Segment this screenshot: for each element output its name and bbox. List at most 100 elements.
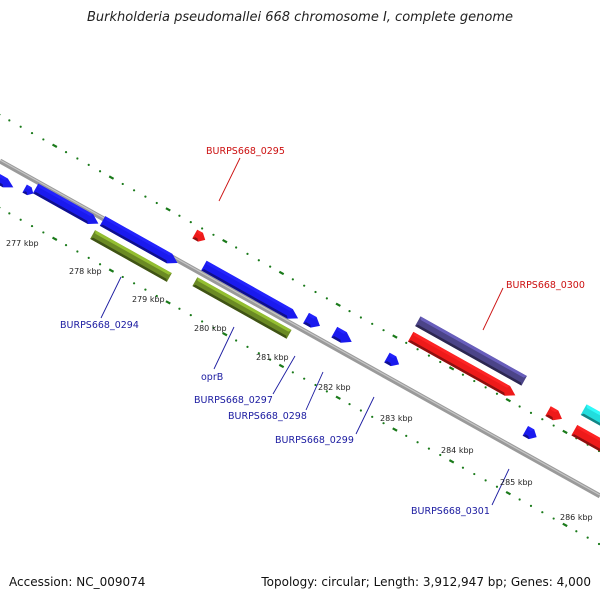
callout-line: [100, 276, 122, 319]
outer-ring-dot: [427, 354, 431, 357]
tick-label: 278 kbp: [69, 267, 102, 276]
gene-feature-forward: [0, 170, 14, 188]
outer-ring-dot: [19, 125, 22, 128]
inner-ring-tick: [505, 490, 512, 496]
outer-ring-dot: [212, 233, 215, 236]
outer-ring-dot: [416, 348, 419, 351]
tick-label: 277 kbp: [6, 239, 39, 248]
outer-ring-tick: [278, 270, 285, 276]
outer-ring-tick: [222, 238, 228, 244]
chromosome-backbone: [0, 158, 600, 499]
inner-ring-dot: [178, 307, 181, 310]
inner-ring-tick: [562, 522, 568, 528]
outer-ring-dot: [121, 182, 124, 186]
inner-ring-dot: [416, 441, 419, 444]
label-callouts: [100, 157, 510, 506]
outer-ring-dot: [269, 265, 272, 268]
inner-ring-dot: [291, 371, 294, 374]
outer-ring-dot: [155, 201, 158, 205]
gene-feature-other: [415, 316, 527, 386]
outer-ring-dot: [552, 424, 555, 427]
outer-ring-dot: [64, 151, 68, 154]
gene-label: BURPS668_0301: [411, 506, 490, 517]
inner-ring-dot: [382, 422, 385, 425]
callout-line: [218, 157, 241, 202]
callout-line: [305, 371, 324, 411]
inner-ring-dot: [64, 244, 68, 247]
tick-label: 283 kbp: [380, 414, 413, 423]
tick-label: 286 kbp: [560, 513, 593, 522]
inner-ring-dot: [439, 453, 442, 457]
inner-ring-dot: [189, 313, 192, 317]
inner-ring-dot: [371, 415, 374, 418]
outer-ring-dot: [405, 341, 408, 344]
backbone-highlight: [0, 159, 600, 496]
gene-feature-rna: [192, 277, 292, 339]
inner-ring-dot: [8, 212, 11, 215]
inner-ring-dot: [303, 377, 306, 380]
inner-ring-dot: [121, 275, 124, 279]
gene-label: BURPS668_0294: [60, 320, 139, 331]
inner-ring-dot: [348, 403, 351, 406]
outer-ring-tick: [392, 334, 398, 339]
map-title: Burkholderia pseudomallei 668 chromosome…: [86, 10, 514, 25]
gene-label: BURPS668_0298: [228, 411, 307, 422]
gene-labels: BURPS668_0294BURPS668_0295oprBBURPS668_0…: [60, 146, 585, 517]
gene-feature-rna: [90, 230, 172, 282]
inner-ring-dot: [19, 218, 22, 221]
gene-feature-forward: [522, 426, 537, 440]
inner-ring-tick: [335, 395, 341, 400]
outer-ring-dot: [76, 157, 79, 160]
outer-ring-dot: [144, 195, 147, 198]
gene-feature-reverse: [192, 229, 206, 242]
inner-ring-tick: [51, 236, 58, 241]
outer-ring-tick: [335, 302, 341, 307]
outer-ring-dot: [325, 297, 328, 300]
inner-ring-dot: [144, 288, 147, 291]
gene-feature-forward: [384, 352, 400, 367]
inner-ring-dot: [235, 339, 238, 342]
gene-label: BURPS668_0300: [506, 280, 585, 291]
gene-feature-reverse: [545, 406, 562, 421]
outer-ring-tick: [448, 366, 455, 371]
tick-label: 280 kbp: [194, 324, 227, 333]
outer-ring-dot: [314, 290, 317, 294]
gene-label: BURPS668_0299: [275, 435, 354, 446]
gene-feature-reverse: [407, 331, 516, 396]
callout-line: [213, 326, 235, 370]
outer-ring-dot: [246, 252, 249, 255]
inner-ring-tick: [108, 268, 115, 273]
gene-feature-cyan: [580, 404, 600, 428]
accession-label: Accession: NC_009074: [9, 575, 146, 589]
inner-ring-dot: [201, 320, 204, 323]
gene-feature-forward: [303, 312, 320, 328]
outer-ring-dot: [132, 189, 136, 192]
inner-ring-dot: [586, 536, 589, 539]
inner-ring-dot: [42, 231, 45, 234]
inner-ring-dot: [461, 466, 465, 469]
outer-ring-dot: [8, 119, 11, 122]
inner-ring-dot: [484, 479, 487, 482]
outer-ring-dot: [98, 170, 102, 173]
inner-ring-dot: [325, 390, 328, 393]
inner-ring-dot: [98, 263, 102, 266]
inner-ring-dot: [155, 294, 158, 298]
inner-ring-dot: [246, 345, 249, 348]
outer-ring-dot: [439, 360, 442, 364]
callout-line: [491, 468, 510, 506]
inner-ring-dot: [212, 326, 215, 329]
outer-ring-dot: [42, 138, 45, 141]
inner-ring-tick: [448, 459, 455, 464]
inner-ring-dot: [269, 358, 272, 361]
inner-ring-dot: [552, 517, 555, 520]
inner-ring-dot: [87, 256, 90, 259]
outer-ring-dot: [495, 392, 499, 395]
outer-ring-dot: [359, 316, 362, 319]
inner-ring-dot: [427, 447, 431, 450]
outer-ring-dot: [348, 310, 351, 313]
tick-label: 282 kbp: [318, 383, 351, 392]
tick-label: 279 kbp: [132, 295, 165, 304]
tick-label: 285 kbp: [500, 478, 533, 487]
inner-ring-dot: [575, 530, 578, 533]
